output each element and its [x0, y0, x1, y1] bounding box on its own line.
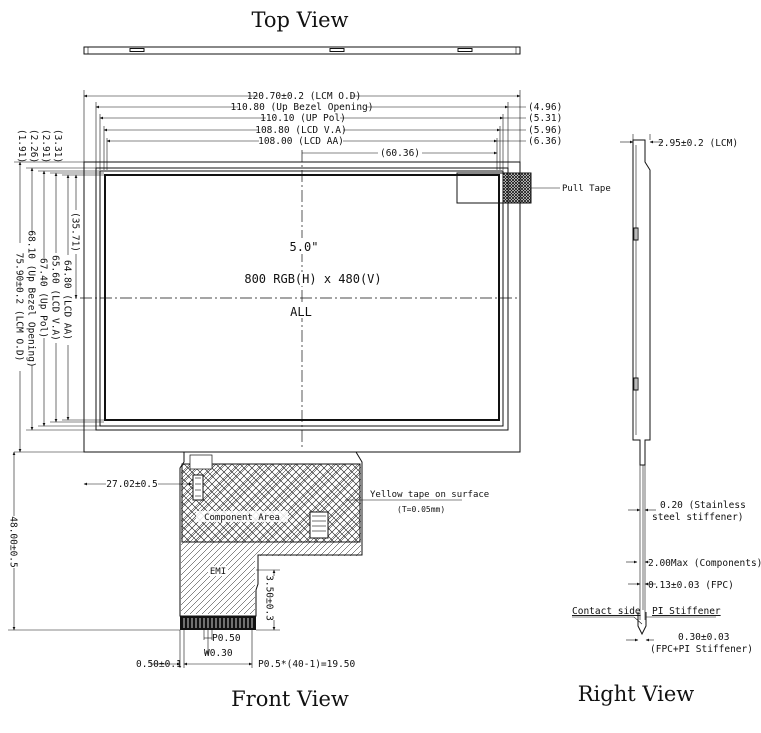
dim-lcd-va-height: 65.60 (LCD V.A) — [50, 255, 61, 341]
dim-up-bezel-height: 68.10 (Up Bezel Opening) — [26, 230, 37, 367]
dim-offset-1: (4.96) — [528, 102, 562, 113]
dim-center-horizontal: (60.36) — [380, 148, 420, 159]
pi-stiffener-label: PI Stiffener — [652, 606, 721, 617]
dim-lcd-aa-width: 108.00 (LCD AA) — [258, 136, 344, 147]
front-view: 120.70±0.2 (LCM O.D) 110.80 (Up Bezel Op… — [8, 90, 611, 711]
pull-tape-label: Pull Tape — [562, 184, 611, 194]
pull-tape — [502, 172, 532, 204]
dim-fpc-offset: 27.02±0.5 — [106, 479, 157, 490]
top-view-title: Top View — [251, 8, 348, 32]
emi-label: EMI — [210, 567, 226, 577]
dim-stiffener-2: steel stiffener) — [652, 512, 744, 523]
pi-stiffener-end — [637, 612, 647, 636]
yellow-tape-area — [181, 463, 361, 543]
component-area-label: Component Area — [204, 513, 280, 523]
dim-fpc-pi-2: (FPC+PI Stiffener) — [650, 644, 753, 655]
dim-center-vertical: (35.71) — [70, 212, 81, 252]
right-view: 2.95±0.2 (LCM) 0.20 (Stainless steel sti… — [572, 134, 761, 706]
dim-pitch: P0.50 — [212, 633, 241, 644]
top-view: Top View — [83, 8, 521, 55]
component — [192, 474, 204, 501]
yellow-tape-thickness: (T=0.05mm) — [397, 505, 445, 514]
component — [309, 511, 329, 539]
top-view-tab — [129, 48, 145, 52]
dim-stiffener-1: 0.20 (Stainless — [660, 500, 746, 511]
panel-viewing: ALL — [290, 305, 312, 319]
panel-resolution: 800 RGB(H) x 480(V) — [244, 272, 381, 286]
dim-stiffener-length: 3.50±0.3 — [264, 575, 275, 621]
dim-lcd-aa-height: 64.80 (LCD AA) — [62, 260, 73, 340]
contact-side-label: Contact side — [572, 606, 641, 617]
dim-up-pol-height: 67.40 (Up Pol) — [38, 258, 49, 338]
dim-components: 2.00Max (Components) — [648, 558, 761, 569]
dim-offset-4: (6.36) — [528, 136, 562, 147]
dim-up-bezel-width: 110.80 (Up Bezel Opening) — [231, 102, 374, 113]
dim-lcm-od-width: 120.70±0.2 (LCM O.D) — [247, 91, 361, 102]
dim-lcm-od-height: 75.90±0.2 (LCM O.D) — [14, 253, 25, 362]
top-view-tab — [329, 48, 345, 52]
dim-offset-2: (5.31) — [528, 113, 562, 124]
dim-up-pol-width: 110.10 (UP Pol) — [260, 113, 346, 124]
dim-v-offset-2: (2.91) — [40, 129, 51, 163]
dim-edge: 0.50±0.1 — [136, 659, 182, 670]
dim-lcd-va-width: 108.80 (LCD V.A) — [255, 125, 347, 136]
up-pol-outline — [99, 170, 504, 427]
fpc-contacts — [180, 616, 256, 630]
dim-fpc-length: 48.00±0.5 — [8, 516, 19, 567]
dim-pitch-total: P0.5*(40-1)=19.50 — [258, 659, 356, 670]
top-view-outline — [83, 46, 521, 55]
dim-v-offset-3: (2.26) — [28, 129, 39, 163]
yellow-tape-label: Yellow tape on surface — [370, 490, 489, 500]
pull-tape-outline — [456, 172, 504, 204]
dim-lcm-thickness: 2.95±0.2 (LCM) — [658, 138, 738, 149]
dim-fpc-pi-1: 0.30±0.03 — [678, 632, 729, 643]
dim-v-offset-4: (1.91) — [16, 129, 27, 163]
dim-offset-3: (5.96) — [528, 125, 562, 136]
panel-size: 5.0" — [290, 240, 319, 254]
right-view-outline — [632, 139, 651, 466]
top-view-tab — [457, 48, 473, 52]
dim-contact-width: W0.30 — [204, 648, 233, 659]
dim-fpc-thickness: 0.13±0.03 (FPC) — [648, 580, 734, 591]
dim-v-offset-1: (3.31) — [52, 129, 63, 163]
front-view-title: Front View — [231, 687, 349, 711]
right-view-title: Right View — [578, 682, 695, 706]
